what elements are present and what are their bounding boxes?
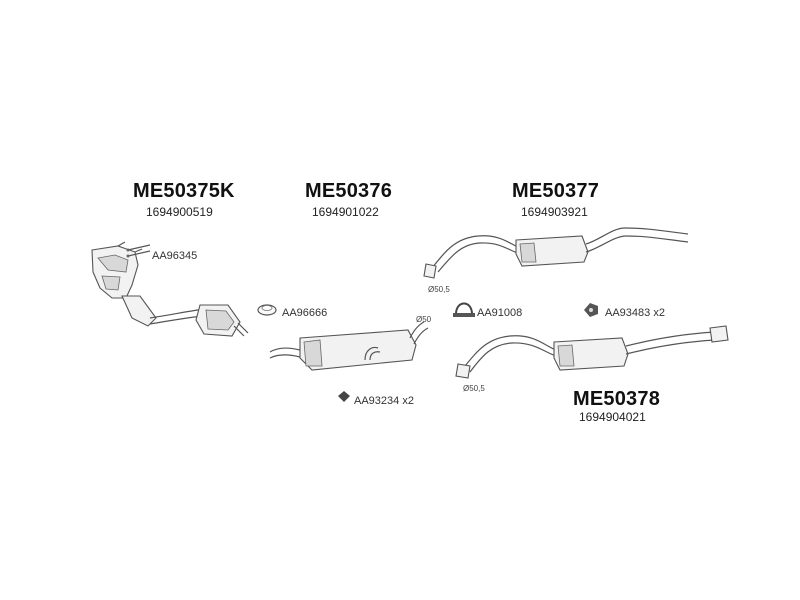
manifold-catalyst-drawing bbox=[91, 241, 249, 337]
rubber-mount-icon bbox=[338, 391, 350, 402]
part-number-me50375k: ME50375K bbox=[133, 180, 235, 202]
bolt-set-icon bbox=[126, 244, 151, 258]
accessory-label-aa96345: AA96345 bbox=[152, 250, 198, 262]
part-number-me50378: ME50378 bbox=[573, 388, 661, 410]
accessory-code: AA93234 bbox=[354, 395, 400, 407]
accessory-qty: x2 bbox=[653, 307, 665, 319]
oem-number-4: 1694904021 bbox=[579, 410, 646, 424]
gasket-icon bbox=[257, 304, 277, 316]
diameter-label-2: Ø50,5 bbox=[428, 285, 450, 294]
oem-number-2: 1694901022 bbox=[312, 205, 379, 219]
diameter-label-3: Ø50,5 bbox=[463, 384, 485, 393]
accessory-label-aa93483: AA93483 x2 bbox=[605, 307, 665, 319]
accessory-label-aa96666: AA96666 bbox=[282, 307, 328, 319]
accessory-qty: x2 bbox=[402, 395, 414, 407]
rear-silencer-drawing bbox=[423, 227, 689, 279]
rear-silencer-drawing-2 bbox=[455, 325, 729, 379]
part-number-me50376: ME50376 bbox=[305, 180, 393, 202]
accessory-label-aa93234: AA93234 x2 bbox=[354, 395, 414, 407]
rubber-mount-icon bbox=[584, 303, 598, 317]
clamp-icon bbox=[453, 302, 475, 317]
oem-number-3: 1694903921 bbox=[521, 205, 588, 219]
oem-number-1: 1694900519 bbox=[146, 205, 213, 219]
diameter-label-1: Ø50 bbox=[416, 315, 432, 324]
accessory-label-aa91008: AA91008 bbox=[477, 307, 523, 319]
center-silencer-drawing bbox=[269, 321, 429, 371]
part-number-me50377: ME50377 bbox=[512, 180, 600, 202]
accessory-code: AA93483 bbox=[605, 307, 651, 319]
